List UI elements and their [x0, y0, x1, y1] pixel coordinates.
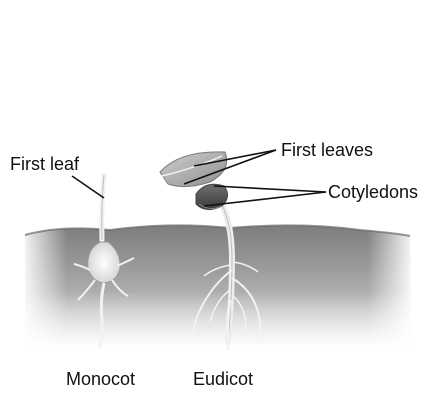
label-eudicot: Eudicot	[193, 370, 253, 388]
label-first-leaf: First leaf	[10, 155, 79, 173]
leader-cotyledons-upper	[214, 186, 326, 192]
leader-first-leaf	[72, 176, 104, 198]
label-monocot: Monocot	[66, 370, 135, 388]
label-cotyledons: Cotyledons	[328, 183, 418, 201]
soil	[20, 220, 415, 350]
label-first-leaves: First leaves	[281, 141, 373, 159]
